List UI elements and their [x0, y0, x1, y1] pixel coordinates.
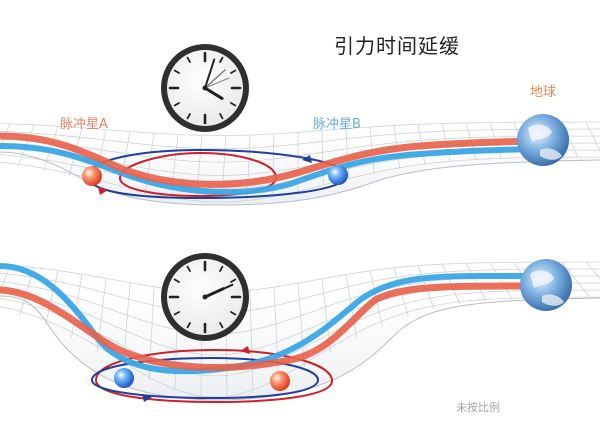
- grid-line: [0, 289, 600, 377]
- clock-tick: [219, 265, 224, 272]
- clock-tick: [173, 102, 180, 107]
- clock-tick: [219, 56, 224, 63]
- orbit-arrow-blue: [142, 394, 152, 402]
- clock-2: [161, 253, 249, 341]
- earth: [520, 259, 572, 311]
- grid-line: [0, 268, 600, 314]
- clock-tick: [230, 102, 237, 107]
- earth: [517, 114, 569, 166]
- signal-beam-blue: [0, 263, 563, 375]
- earth-label: 地球: [530, 85, 557, 100]
- pulsar-a: [82, 166, 102, 186]
- clock-tick: [230, 311, 237, 316]
- signal-beam-blue: [0, 143, 563, 196]
- grid-line: [561, 261, 591, 298]
- orbit-red: [94, 348, 333, 404]
- grid-line: [0, 135, 600, 163]
- grid-line: [0, 261, 600, 293]
- grid-line: [585, 121, 600, 152]
- grid-line: [585, 261, 600, 280]
- clock-tick: [219, 322, 224, 329]
- pulsar-b-label: 脉冲星B: [313, 117, 361, 132]
- pulsar-b: [114, 368, 134, 388]
- pulsar-a: [270, 371, 290, 391]
- grid-line: [465, 263, 487, 302]
- sheet-front-edge: [0, 151, 600, 206]
- clock-tick: [173, 278, 180, 283]
- orbit-arrow-red: [98, 187, 108, 195]
- grid-line: [249, 290, 254, 391]
- signal-beam-orange: [0, 282, 564, 371]
- grid-line: [321, 130, 324, 186]
- clock-tick: [219, 113, 224, 120]
- clock-tick: [230, 69, 237, 74]
- clock-tick: [173, 69, 180, 74]
- orbit-arrow-blue: [302, 155, 312, 163]
- panel-deep-well: [0, 253, 600, 404]
- clock-tick: [186, 56, 191, 63]
- clock-1: [161, 44, 249, 132]
- clock-tick: [173, 311, 180, 316]
- clock-tick: [186, 113, 191, 120]
- pulsar-b: [328, 165, 348, 185]
- panel-shallow-well: [0, 44, 600, 206]
- clock-tick: [230, 278, 237, 283]
- not-to-scale-note: 未按比例: [456, 401, 500, 414]
- grid-line: [148, 286, 155, 380]
- grid-line: [489, 262, 513, 300]
- signal-beam-orange: [0, 132, 564, 188]
- grid-line: [45, 270, 59, 326]
- grid-line: [0, 128, 600, 150]
- grid-line: [345, 128, 350, 180]
- clock-tick: [186, 265, 191, 272]
- grid-line: [0, 296, 600, 398]
- clock-tick: [186, 322, 191, 329]
- grid-line: [71, 274, 83, 338]
- grid-line: [119, 131, 131, 189]
- grid-line: [0, 121, 600, 136]
- pulsar-a-label: 脉冲星A: [60, 117, 108, 132]
- diagram-title: 引力时间延缓: [334, 34, 460, 58]
- orbit-arrow-red: [240, 346, 250, 354]
